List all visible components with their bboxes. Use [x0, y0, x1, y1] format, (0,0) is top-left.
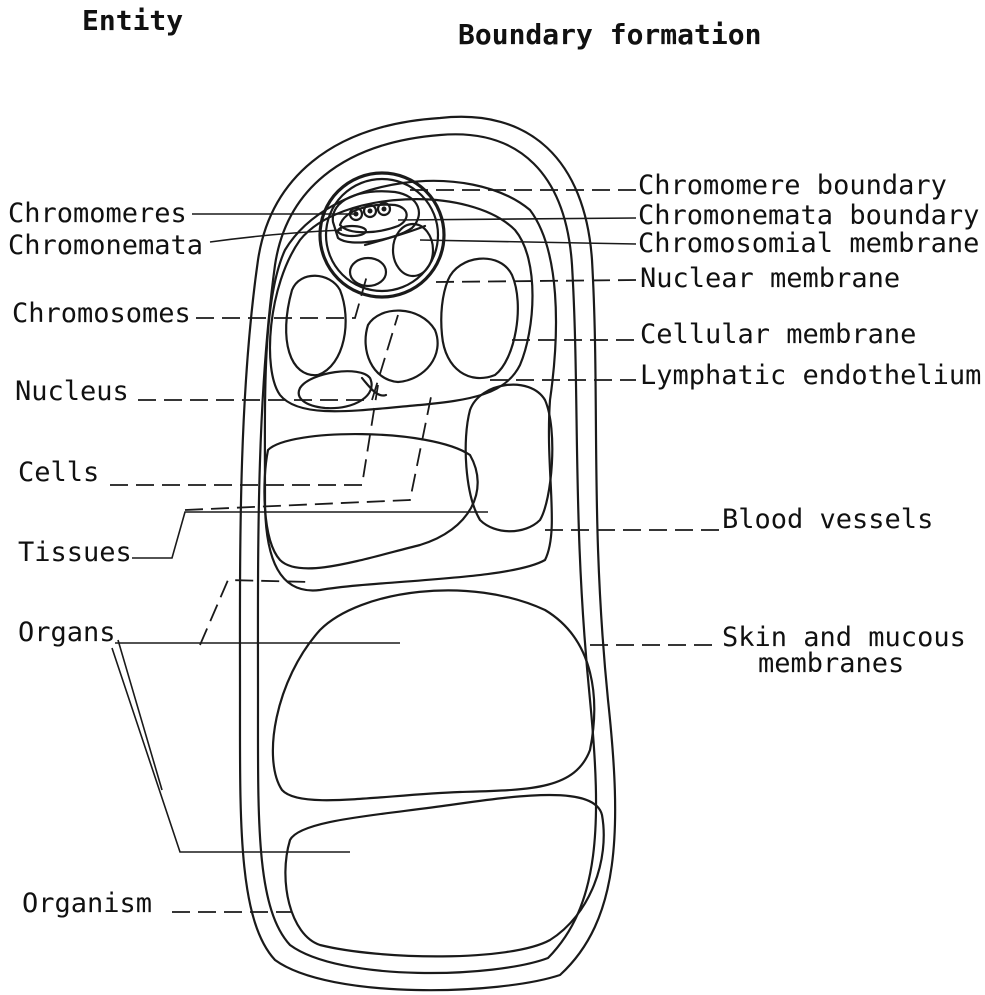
label-chromomere-boundary: Chromomere boundary: [638, 170, 947, 201]
chromomere-core-3: [382, 207, 387, 212]
label-organism: Organism: [22, 888, 152, 919]
blood-vessel: [466, 385, 553, 532]
label-chromomeres: Chromomeres: [8, 198, 187, 229]
leader-chromosomial-membrane: [420, 240, 636, 244]
cell-middle: [366, 311, 438, 382]
label-organs: Organs: [18, 617, 116, 648]
label-chromonemata: Chromonemata: [8, 230, 203, 261]
leader-organs-diag: [112, 648, 350, 852]
chromomere-core-2: [368, 209, 373, 214]
organism-outer-boundary: [240, 117, 615, 990]
leader-nuclear-membrane: [436, 280, 636, 282]
cell-bottom: [299, 371, 372, 408]
label-tissues: Tissues: [18, 537, 132, 568]
label-chromosomes: Chromosomes: [12, 298, 191, 329]
label-chromosomial-membrane: Chromosomial membrane: [638, 228, 979, 259]
organism-inner-boundary: [258, 134, 596, 973]
label-nucleus: Nucleus: [15, 376, 129, 407]
label-skin-line2: membranes: [758, 648, 904, 679]
leader-tissues: [132, 512, 488, 558]
label-cells: Cells: [18, 457, 99, 488]
label-blood-vessels: Blood vessels: [722, 504, 933, 535]
label-lymphatic-endothelium: Lymphatic endothelium: [640, 360, 981, 391]
organ-upper: [273, 590, 594, 800]
organ-lower: [285, 795, 603, 956]
right-chromosome-blob: [393, 224, 433, 276]
cell-right: [441, 259, 518, 378]
leader-chromonemata-boundary: [398, 218, 636, 220]
boundary-header: Boundary formation: [458, 18, 761, 51]
label-nuclear-membrane: Nuclear membrane: [640, 263, 900, 294]
label-chromonemata-boundary: Chromonemata boundary: [638, 200, 979, 231]
entity-header: Entity: [82, 4, 183, 37]
cell-left: [286, 276, 346, 375]
small-chromosome-blob: [350, 258, 386, 286]
leader-tissues-2: [200, 580, 310, 645]
leader-chromonemata: [210, 230, 342, 242]
leader-organs-diag2: [118, 640, 162, 790]
label-cellular-membrane: Cellular membrane: [640, 319, 916, 350]
